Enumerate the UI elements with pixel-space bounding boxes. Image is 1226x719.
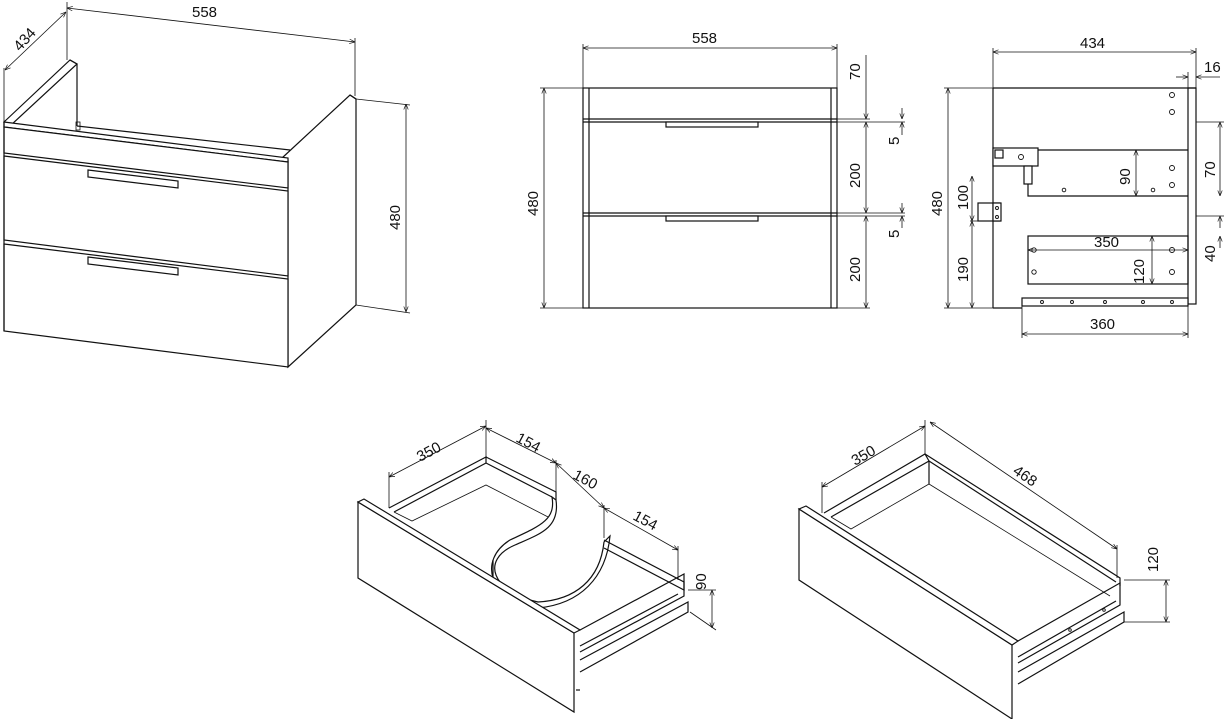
front-height-label: 480 xyxy=(525,191,542,216)
side-offset-label: 16 xyxy=(1204,59,1221,76)
side-depth-label: 434 xyxy=(1080,35,1105,52)
full-width-label: 350 xyxy=(849,442,879,469)
side-h350-label: 350 xyxy=(1094,234,1119,251)
front-gap1-label: 5 xyxy=(886,137,903,145)
side-h70-label: 70 xyxy=(1202,161,1219,178)
front-gap2-label: 5 xyxy=(886,230,903,238)
iso-depth-label: 434 xyxy=(10,25,39,55)
cutout-side1-label: 154 xyxy=(513,430,543,457)
isometric-cabinet-view: 558 434 480 xyxy=(3,2,411,369)
drawer-cutout-view: 350 154 160 154 90 xyxy=(356,420,717,714)
full-length-label: 468 xyxy=(1010,462,1040,490)
side-h90-label: 90 xyxy=(1117,168,1134,185)
side-h100-label: 100 xyxy=(955,185,972,210)
side-h40-label: 40 xyxy=(1202,245,1219,262)
side-h360-label: 360 xyxy=(1090,316,1115,333)
side-h190-label: 190 xyxy=(955,257,972,282)
drawer-full-view: 350 468 120 xyxy=(797,420,1170,719)
iso-height-label: 480 xyxy=(387,205,404,230)
front-drawer1-label: 200 xyxy=(847,163,864,188)
cutout-cut-label: 160 xyxy=(570,467,600,494)
front-width-label: 558 xyxy=(692,30,717,47)
front-toprail-label: 70 xyxy=(847,63,864,80)
cutout-height-label: 90 xyxy=(693,573,710,590)
full-height-label: 120 xyxy=(1145,547,1162,572)
side-h120-label: 120 xyxy=(1131,259,1148,284)
iso-width-label: 558 xyxy=(192,4,217,21)
front-view: 558 480 70 5 200 5 200 xyxy=(525,30,905,309)
cutout-side2-label: 154 xyxy=(630,508,660,535)
side-height-label: 480 xyxy=(929,191,946,216)
side-view: 434 16 480 100 190 90 70 40 350 120 xyxy=(929,35,1224,338)
front-drawer2-label: 200 xyxy=(847,257,864,282)
